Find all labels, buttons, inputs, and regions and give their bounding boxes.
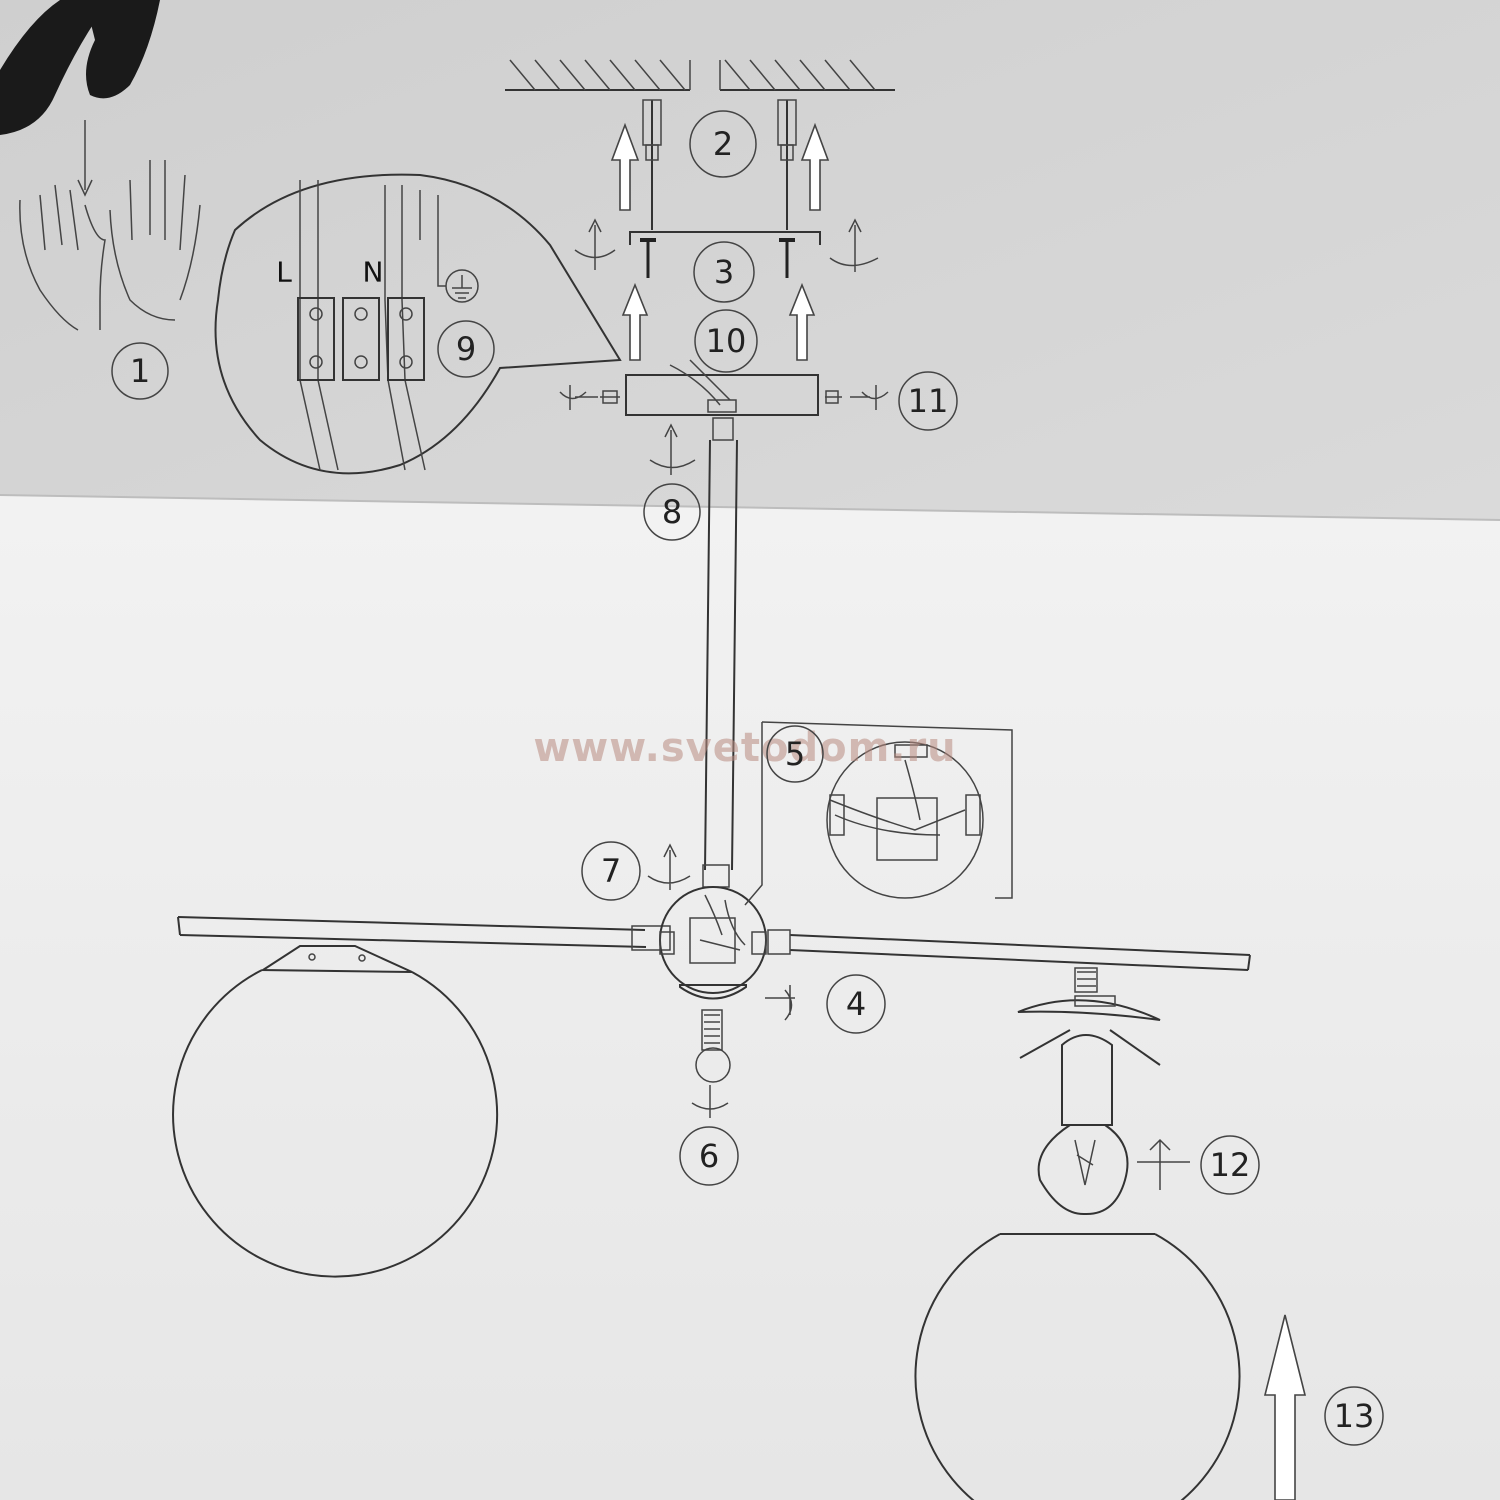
step-callout-5: 5 — [766, 725, 824, 783]
rotate-arrow-icon — [649, 423, 696, 475]
rotate-arrow-icon — [559, 385, 598, 410]
step-number: 6 — [699, 1137, 719, 1175]
step-callout-12: 12 — [1200, 1135, 1260, 1195]
step-number: 2 — [713, 125, 733, 163]
step-number: 3 — [714, 253, 734, 291]
glass-globe-left — [172, 945, 499, 1278]
step-callout-9: 9 — [437, 320, 495, 378]
gloves-icon — [0, 0, 160, 135]
arrow-up-icon — [621, 282, 649, 361]
step-number: 4 — [846, 985, 866, 1023]
step-callout-13: 13 — [1324, 1386, 1384, 1446]
step-number: 12 — [1210, 1146, 1251, 1184]
junction-detail — [744, 721, 1013, 906]
lamp-holder-right — [1017, 967, 1161, 1216]
live-label: L — [276, 256, 292, 289]
arrow-up-icon — [788, 282, 816, 361]
rotate-arrow-icon — [850, 385, 889, 410]
rotate-arrow-icon — [574, 218, 616, 270]
mounting-bracket — [629, 231, 821, 278]
step-callout-10: 10 — [694, 309, 758, 373]
watermark: www.svetodom.ru — [533, 725, 956, 771]
canopy — [600, 359, 842, 416]
step-callout-3: 3 — [693, 241, 755, 303]
arrow-up-icon — [610, 122, 640, 211]
paper-lower — [0, 495, 1500, 1500]
step-number: 9 — [456, 330, 476, 368]
arm-bar — [177, 916, 1251, 971]
step-callout-6: 6 — [679, 1126, 739, 1186]
step-number: 11 — [908, 382, 949, 420]
step-number: 13 — [1334, 1397, 1375, 1435]
wall-anchors — [642, 99, 797, 230]
rotate-arrow-icon — [1137, 1138, 1190, 1190]
wiring-detail — [214, 173, 622, 475]
paper-fold — [0, 494, 1500, 521]
rotate-arrow-icon — [691, 1085, 729, 1118]
ceiling-hatch — [505, 59, 895, 91]
glass-globe-right — [914, 1233, 1241, 1500]
step-callout-11: 11 — [898, 371, 958, 431]
junction-ball — [659, 886, 767, 1083]
rotate-arrow-icon — [829, 218, 879, 272]
step-callout-4: 4 — [826, 974, 886, 1034]
step-number: 7 — [601, 852, 621, 890]
step-callout-7: 7 — [581, 841, 641, 901]
step-callout-2: 2 — [689, 110, 757, 178]
hands-icon — [19, 120, 201, 331]
arrow-up-icon — [1263, 1314, 1307, 1500]
arrow-up-icon — [800, 122, 830, 211]
step-number: 1 — [130, 352, 150, 390]
rotate-arrow-icon — [765, 985, 795, 1021]
step-number: 8 — [662, 493, 682, 531]
rotate-arrow-icon — [647, 843, 691, 890]
neutral-label: N — [363, 256, 384, 289]
step-callout-1: 1 — [111, 342, 169, 400]
step-number: 5 — [785, 735, 805, 773]
step-callout-8: 8 — [643, 483, 701, 541]
paper-upper — [0, 0, 1500, 520]
step-number: 10 — [706, 322, 747, 360]
